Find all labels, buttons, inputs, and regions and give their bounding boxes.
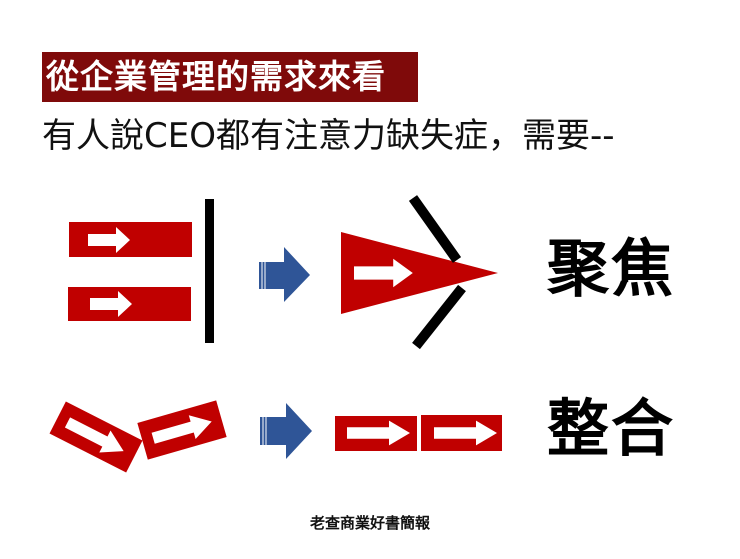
tilted-arrow-block-2 xyxy=(137,400,227,460)
tilted-arrow-block-1 xyxy=(49,401,143,473)
aligned-arrow-block-1 xyxy=(335,416,417,451)
blue-arrow-icon xyxy=(260,403,312,459)
focused-wedge xyxy=(341,232,498,314)
parallel-arrow-block-bottom xyxy=(68,287,191,321)
deflector-line-top xyxy=(408,195,462,263)
title-banner: 從企業管理的需求來看 xyxy=(42,52,418,102)
footer-credit: 老查商業好書簡報 xyxy=(309,514,430,532)
deflector-line-bottom xyxy=(412,284,466,350)
parallel-arrow-block-top xyxy=(69,222,192,257)
subtitle: 有人說CEO都有注意力缺失症，需要-- xyxy=(42,116,615,156)
integrate-label: 整合 xyxy=(547,392,676,465)
focus-label: 聚焦 xyxy=(547,232,676,305)
blue-arrow-icon xyxy=(259,247,310,302)
barrier-bar xyxy=(205,199,214,343)
aligned-arrow-block-2 xyxy=(421,415,502,451)
